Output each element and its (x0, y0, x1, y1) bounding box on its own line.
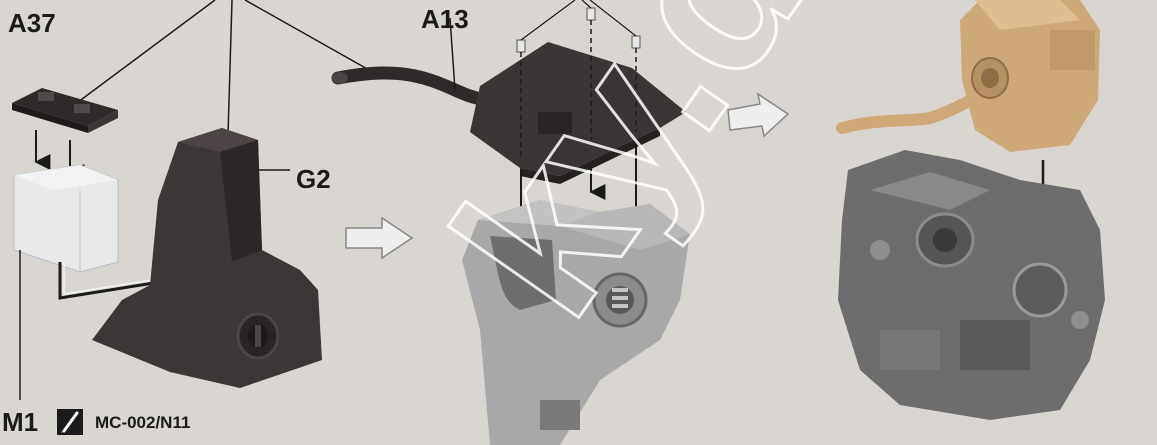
part-label-a37: A37 (8, 10, 56, 36)
paint-code-label: MC-002/N11 (95, 414, 190, 431)
part-label-a13: A13 (421, 6, 469, 32)
paintbrush-icon (57, 409, 83, 435)
part-label-g2: G2 (296, 166, 331, 192)
watermark-text: ky.dn. (407, 0, 964, 357)
paint-ref-label: M1 (2, 409, 38, 435)
